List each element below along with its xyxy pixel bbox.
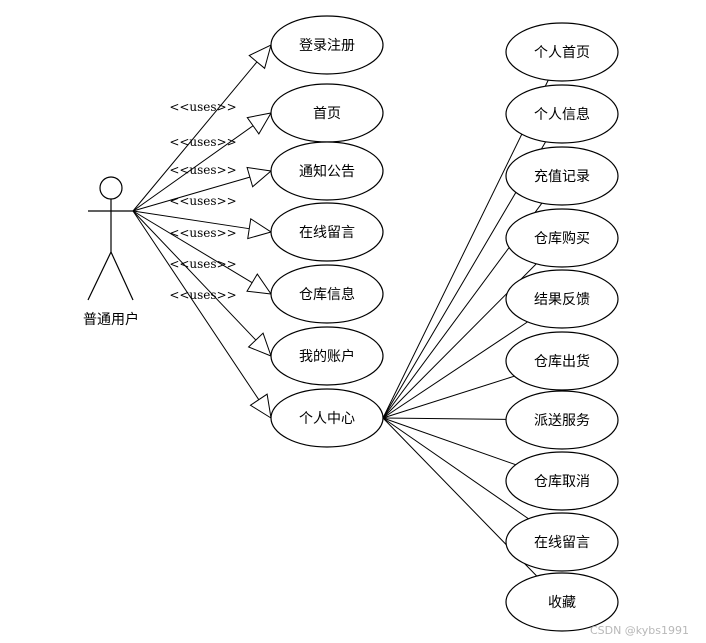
uses-arrowhead — [249, 393, 272, 420]
actor-right-leg — [110, 251, 134, 301]
association-line — [132, 210, 257, 341]
uses-arrowheads — [246, 44, 273, 420]
use-case-label: 通知公告 — [299, 163, 355, 180]
use-case-label: 充值记录 — [534, 169, 590, 185]
right-use-cases: 个人首页 个人信息 充值记录 仓库购买 结果反馈 仓库出货 派送服务 仓库取消 — [505, 22, 619, 632]
use-case-label: 仓库取消 — [534, 474, 590, 490]
use-case-label: 个人中心 — [299, 411, 355, 427]
actor-head — [99, 176, 123, 200]
association-line — [132, 125, 254, 212]
uses-label: <<uses>> — [169, 257, 236, 271]
actor-associations — [132, 61, 260, 400]
association-line — [132, 176, 251, 212]
association-line — [132, 210, 253, 284]
use-case-label: 结果反馈 — [534, 292, 590, 308]
left-use-cases: 登录注册 首页 通知公告 在线留言 仓库信息 我的账户 个人中心 — [270, 15, 384, 448]
use-case-label: 个人首页 — [534, 45, 590, 61]
use-case-label: 在线留言 — [299, 225, 355, 241]
use-case-personal-info[interactable]: 个人信息 — [505, 84, 619, 144]
uses-arrowhead — [248, 44, 272, 70]
use-case-my-account[interactable]: 我的账户 — [270, 326, 384, 386]
uses-arrowhead — [247, 217, 273, 240]
use-case-home[interactable]: 首页 — [270, 83, 384, 143]
use-case-label: 仓库出货 — [534, 353, 590, 370]
uses-labels: <<uses>> <<uses>> <<uses>> <<uses>> <<us… — [169, 100, 236, 302]
use-case-message[interactable]: 在线留言 — [270, 202, 384, 262]
association-line — [382, 417, 507, 420]
use-case-recharge-record[interactable]: 充值记录 — [505, 146, 619, 206]
use-case-label: 在线留言 — [534, 535, 590, 551]
association-line — [382, 79, 549, 419]
use-case-warehouse-cancel[interactable]: 仓库取消 — [505, 451, 619, 511]
use-case-delivery-service[interactable]: 派送服务 — [505, 390, 619, 450]
use-case-label: 派送服务 — [534, 413, 590, 429]
association-line — [382, 417, 529, 520]
actor-label: 普通用户 — [83, 311, 139, 328]
uses-label: <<uses>> — [169, 226, 236, 240]
use-case-warehouse-info[interactable]: 仓库信息 — [270, 264, 384, 324]
association-line — [382, 375, 515, 419]
uses-arrowhead — [246, 166, 273, 188]
uses-label: <<uses>> — [169, 100, 236, 114]
use-case-online-message[interactable]: 在线留言 — [505, 512, 619, 572]
use-case-label: 首页 — [313, 106, 341, 122]
uses-label: <<uses>> — [169, 288, 236, 302]
use-case-label: 我的账户 — [299, 348, 355, 365]
use-case-warehouse-shipment[interactable]: 仓库出货 — [505, 331, 619, 391]
actor-figure — [87, 176, 134, 301]
use-case-label: 仓库购买 — [534, 231, 590, 247]
uses-label: <<uses>> — [169, 194, 236, 208]
use-case-login[interactable]: 登录注册 — [270, 15, 384, 75]
association-line — [132, 210, 260, 400]
use-case-label: 登录注册 — [299, 38, 355, 54]
association-line — [382, 321, 528, 419]
uses-arrowhead — [246, 273, 273, 295]
use-case-favorites[interactable]: 收藏 — [505, 572, 619, 632]
uses-label: <<uses>> — [169, 163, 236, 177]
use-case-personal-home[interactable]: 个人首页 — [505, 22, 619, 82]
association-line — [132, 210, 250, 230]
actor-left-leg — [87, 251, 112, 301]
watermark: CSDN @kybs1991 — [590, 624, 689, 637]
association-line — [132, 61, 258, 212]
uses-arrowhead — [247, 332, 272, 357]
use-case-personal-center[interactable]: 个人中心 — [270, 388, 384, 448]
use-case-label: 收藏 — [548, 595, 576, 611]
use-case-feedback[interactable]: 结果反馈 — [505, 269, 619, 329]
uses-label: <<uses>> — [169, 135, 236, 149]
uses-arrowhead — [246, 112, 272, 135]
use-case-label: 仓库信息 — [299, 286, 355, 303]
use-case-warehouse-purchase[interactable]: 仓库购买 — [505, 208, 619, 268]
association-line — [382, 417, 516, 466]
use-case-notice[interactable]: 通知公告 — [270, 141, 384, 201]
use-case-label: 个人信息 — [534, 106, 590, 123]
